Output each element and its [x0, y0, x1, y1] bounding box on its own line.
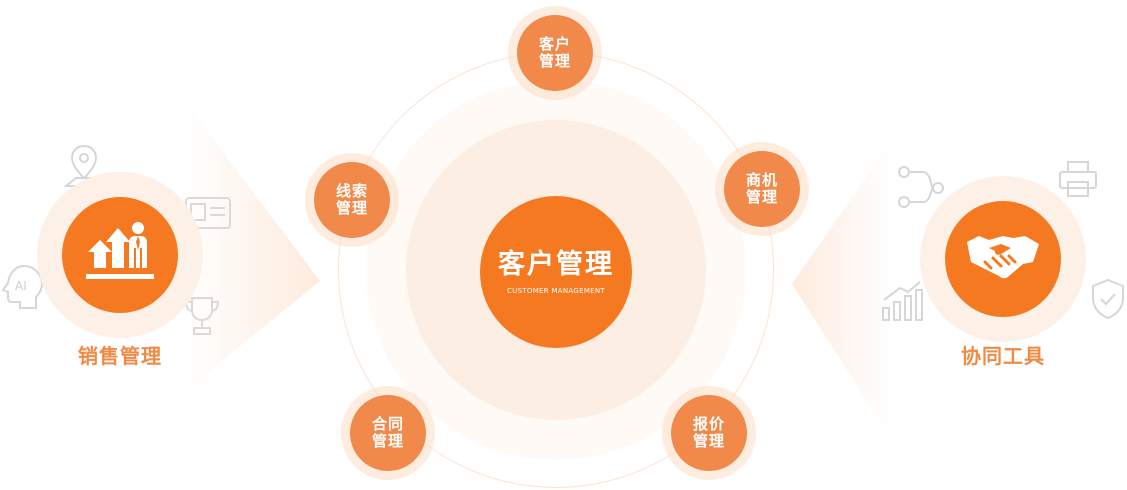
growth-chart-icon [82, 212, 158, 288]
collaboration-tools-label: 协同工具 [961, 344, 1045, 368]
node-label-line2: 管理 [745, 188, 778, 206]
node-label-line1: 报价 [692, 415, 725, 433]
svg-text:AI: AI [15, 279, 27, 293]
shield-check-icon [1090, 278, 1126, 320]
node-label-line2: 管理 [538, 52, 571, 70]
node-contract-management[interactable]: 合同 管理 [350, 395, 426, 471]
center-subtitle: CUSTOMER MANAGEMENT [506, 287, 606, 295]
handshake-icon [963, 228, 1043, 292]
right-glow [792, 140, 892, 440]
node-label-line1: 线索 [335, 182, 368, 200]
node-label-line1: 商机 [745, 171, 778, 189]
node-customer-management[interactable]: 客户 管理 [517, 15, 593, 91]
center-hub: 客户管理 CUSTOMER MANAGEMENT [480, 196, 632, 348]
bar-chart-icon [880, 280, 924, 322]
workflow-icon [896, 164, 946, 212]
node-label-line1: 客户 [538, 35, 571, 53]
node-opportunity-management[interactable]: 商机 管理 [724, 151, 800, 227]
node-label-line2: 管理 [335, 199, 368, 217]
node-lead-management[interactable]: 线索 管理 [314, 162, 390, 238]
node-label-line2: 管理 [692, 432, 725, 450]
node-quotation-management[interactable]: 报价 管理 [671, 395, 747, 471]
printer-icon [1058, 160, 1098, 198]
center-title: 客户管理 [498, 249, 614, 280]
sales-management-label: 销售管理 [78, 344, 162, 368]
node-label-line1: 合同 [371, 415, 404, 433]
node-label-line2: 管理 [371, 432, 404, 450]
